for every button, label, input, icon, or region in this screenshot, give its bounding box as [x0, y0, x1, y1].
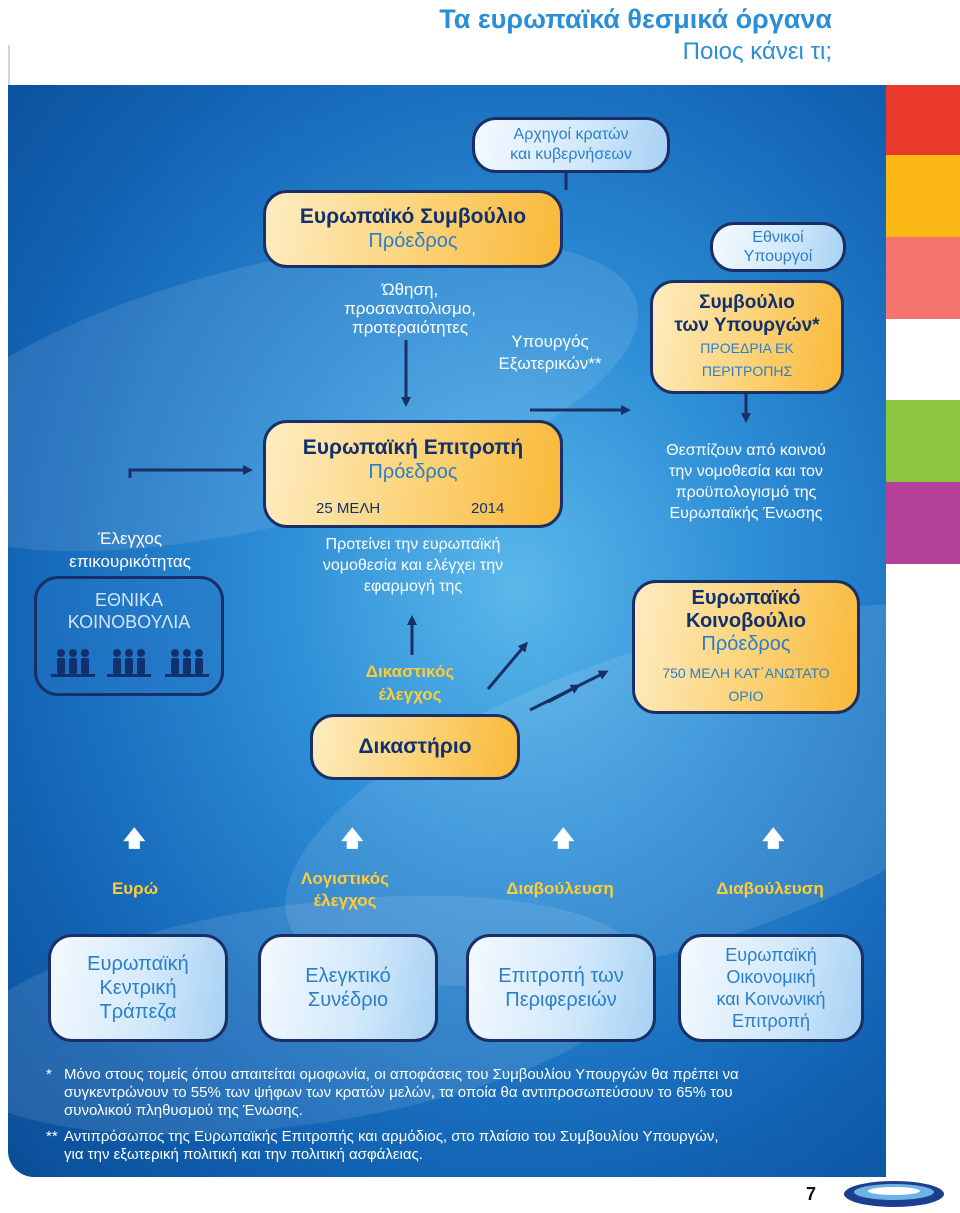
european-council-title: Ευρωπαϊκό Συμβούλιο	[299, 205, 527, 228]
legislation-note-line4: Ευρωπαϊκής Ένωσης	[669, 505, 823, 522]
council-of-ministers-line2: των Υπουργών*	[674, 315, 820, 336]
ecb-line1: Ευρωπαϊκή	[87, 953, 189, 975]
footnote-2: Αντιπρόσωπος της Ευρωπαϊκής Επιτροπής κα…	[64, 1128, 864, 1164]
european-council-subtitle: Πρόεδρος	[368, 230, 458, 252]
heads-of-state-line1: Αρχηγοί κρατών	[513, 126, 629, 143]
commission-note-line3: εφαρμογή της	[363, 578, 463, 595]
color-tab-red	[886, 85, 960, 155]
ecb-line3: Τράπεζα	[99, 1001, 177, 1023]
foreign-minister-label: Υπουργός Εξωτερικών**	[480, 331, 620, 375]
ecb-box: Ευρωπαϊκή Κεντρική Τράπεζα	[48, 934, 228, 1042]
up-arrow-icon: 🡅	[762, 826, 785, 851]
consultation-label-1: Διαβούλευση	[506, 879, 614, 898]
european-parliament-box: Ευρωπαϊκό Κοινοβούλιο Πρόεδρος 750 ΜΕΛΗ …	[632, 580, 860, 714]
audit-label: Λογιστικός έλεγχος	[270, 868, 420, 912]
ecb-line2: Κεντρική	[99, 977, 177, 999]
color-tab-pink	[886, 237, 960, 319]
page-number: 7	[806, 1184, 817, 1204]
up-arrow-icon: 🡅	[341, 826, 364, 851]
page-subtitle: Ποιος κάνει τι;	[682, 38, 832, 65]
european-council-note-line2: προσανατολισμο,	[344, 299, 476, 318]
judicial-review-line1: Δικαστικός	[365, 662, 455, 681]
national-ministers-line1: Εθνικοί	[752, 229, 804, 246]
audit-line1: Λογιστικός	[301, 869, 389, 888]
commission-box: Ευρωπαϊκή Επιτροπή Πρόεδρος 25 ΜΕΛΗ 2014	[263, 420, 563, 528]
national-ministers-line2: Υπουργοί	[743, 248, 813, 265]
court-pill: Δικαστήριο	[310, 714, 520, 780]
parliament-line2: Κοινοβούλιο	[685, 609, 807, 632]
legislation-note-line3: προϋπολογισμό της	[675, 484, 817, 501]
european-council-note-line3: προτεραιότητες	[351, 318, 469, 337]
subsidiarity-line1: Έλεγχος	[97, 529, 163, 548]
footnote-2-line2: για την εξωτερική πολιτική και την πολιτ…	[64, 1146, 423, 1163]
commission-note: Προτείνει την ευρωπαϊκή νομοθεσία και ελ…	[282, 534, 544, 597]
eesc-box: Ευρωπαϊκή Οικονομική και Κοινωνική Επιτρ…	[678, 934, 864, 1042]
parliament-line1: Ευρωπαϊκό	[691, 586, 801, 609]
footnote-2-marker: **	[46, 1128, 58, 1145]
up-arrow-icon: 🡅	[552, 826, 575, 851]
eesc-line1: Ευρωπαϊκή	[725, 945, 817, 965]
european-council-note: Ώθηση, προσανατολισμο, προτεραιότητες	[300, 280, 520, 337]
eesc-line3: και Κοινωνική	[716, 989, 826, 1009]
european-council-box: Ευρωπαϊκό Συμβούλιο Πρόεδρος	[263, 190, 563, 268]
foreign-minister-line2: Εξωτερικών**	[498, 354, 602, 373]
footnote-1-line1: Μόνο στους τομείς όπου απαιτείται ομοφων…	[64, 1066, 739, 1083]
footnote-1: Μόνο στους τομείς όπου απαιτείται ομοφων…	[64, 1066, 864, 1120]
heads-of-state-pill: Αρχηγοί κρατών και κυβερνήσεων	[472, 117, 670, 173]
council-of-ministers-line4: ΠΕΡΙΤΡΟΠΗΣ	[701, 363, 793, 379]
consultation-label-2: Διαβούλευση	[716, 879, 824, 898]
footnote-1-line3: συνολικού πληθυσμού της Ένωσης.	[64, 1102, 303, 1119]
auditors-line1: Ελεγκτικό	[305, 965, 391, 987]
up-arrow-icon: 🡅	[123, 826, 146, 851]
subsidiarity-line2: επικουρικότητας	[69, 552, 191, 571]
commission-subtitle: Πρόεδρος	[368, 461, 458, 483]
color-tab-green	[886, 400, 960, 482]
parliament-line4: 750 ΜΕΛΗ ΚΑΤ΄ΑΝΩΤΑΤΟ	[662, 664, 830, 681]
eesc-line2: Οικονομική	[726, 967, 816, 987]
color-tab-purple	[886, 482, 960, 564]
commission-members: 25 ΜΕΛΗ	[316, 500, 381, 517]
people-icon	[51, 649, 209, 677]
euro-label: Ευρώ	[111, 879, 159, 898]
commission-year: 2014	[471, 500, 505, 517]
judicial-review-label: Δικαστικός έλεγχος	[340, 660, 480, 706]
commission-note-line2: νομοθεσία και ελέγχει την	[322, 557, 504, 574]
national-parliaments-line1: ΕΘΝΙΚΑ	[94, 590, 164, 610]
commission-note-line1: Προτείνει την ευρωπαϊκή	[325, 536, 501, 553]
court-of-auditors-box: Ελεγκτικό Συνέδριο	[258, 934, 438, 1042]
council-of-ministers-box: Συμβούλιο των Υπουργών* ΠΡΟΕΔΡΙΑ ΕΚ ΠΕΡΙ…	[650, 280, 844, 394]
council-of-ministers-line3: ΠΡΟΕΔΡΙΑ ΕΚ	[700, 340, 794, 356]
footnote-2-line1: Αντιπρόσωπος της Ευρωπαϊκής Επιτροπής κα…	[64, 1128, 719, 1145]
divider	[8, 45, 10, 85]
regions-line2: Περιφερειών	[505, 989, 617, 1011]
page-title: Τα ευρωπαϊκά θεσμικά όργανα	[439, 4, 832, 34]
commission-title: Ευρωπαϊκή Επιτροπή	[302, 436, 524, 459]
committee-of-regions-box: Επιτροπή των Περιφερειών	[466, 934, 656, 1042]
national-parliaments-box: ΕΘΝΙΚΑ ΚΟΙΝΟΒΟΥΛΙΑ	[34, 576, 224, 696]
eesc-line4: Επιτροπή	[732, 1011, 810, 1031]
legislation-note-line2: την νομοθεσία και τον	[669, 463, 823, 480]
european-council-note-line1: Ώθηση,	[381, 280, 439, 299]
subsidiarity-label: Έλεγχος επικουρικότητας	[40, 527, 220, 573]
council-of-ministers-line1: Συμβούλιο	[699, 292, 795, 313]
judicial-review-line2: έλεγχος	[378, 685, 442, 704]
footnote-1-line2: συγκεντρώνουν το 55% των ψήφων των κρατώ…	[64, 1084, 733, 1101]
legislation-note-line1: Θεσπίζουν από κοινού	[666, 442, 826, 459]
parliament-hemicycle-logo	[844, 1177, 944, 1207]
national-parliaments-label: ΕΘΝΙΚΑ ΚΟΙΝΟΒΟΥΛΙΑ	[37, 589, 221, 633]
audit-line2: έλεγχος	[313, 891, 377, 910]
parliament-line5: ΟΡΙΟ	[728, 687, 764, 704]
auditors-line2: Συνέδριο	[307, 989, 389, 1011]
regions-line1: Επιτροπή των	[498, 965, 624, 987]
footnote-1-marker: *	[46, 1066, 52, 1083]
foreign-minister-line1: Υπουργός	[511, 332, 589, 351]
national-ministers-pill: Εθνικοί Υπουργοί	[710, 222, 846, 272]
parliament-line3: Πρόεδρος	[701, 632, 791, 655]
court-label: Δικαστήριο	[358, 735, 472, 758]
heads-of-state-line2: και κυβερνήσεων	[510, 146, 632, 163]
color-tab-orange	[886, 155, 960, 237]
national-parliaments-line2: ΚΟΙΝΟΒΟΥΛΙΑ	[67, 612, 191, 632]
legislation-note: Θεσπίζουν από κοινού την νομοθεσία και τ…	[626, 440, 866, 524]
